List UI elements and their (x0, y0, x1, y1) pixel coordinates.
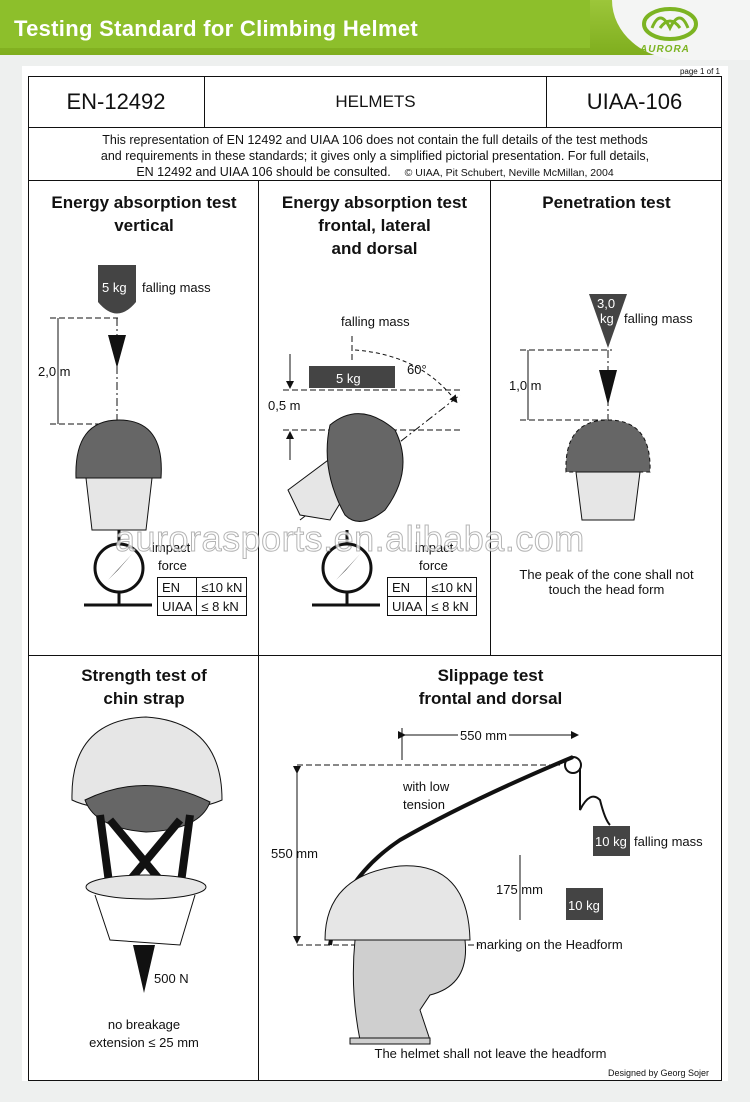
panel-1-title-line-2: vertical (114, 216, 174, 235)
standard-en: EN-12492 (28, 76, 205, 128)
panel-2-mass-label: falling mass (341, 314, 410, 329)
divider (258, 181, 259, 1081)
panel-3-mass-label: falling mass (624, 311, 693, 326)
disclaimer-line-1: This representation of EN 12492 and UIAA… (102, 133, 648, 147)
panel-1-mass: 5 kg (102, 280, 127, 295)
panel-4-title-line-1: Strength test of (81, 666, 207, 685)
table-cell: UIAA (386, 596, 428, 616)
panel-5-tension-1: with low (403, 779, 450, 794)
panel-1-title: Energy absorption test vertical (30, 191, 258, 237)
panel-4-title: Strength test of chin strap (30, 664, 258, 710)
panel-4-title-line-2: chin strap (103, 689, 185, 708)
panel-2-title-line-3: and dorsal (331, 239, 418, 258)
table-cell: ≤ 8 kN (196, 596, 248, 616)
standard-uiaa: UIAA-106 (547, 76, 722, 128)
table-cell: EN (156, 577, 198, 597)
document-heading: HELMETS (205, 76, 547, 128)
logo-text: AURORA (640, 44, 690, 55)
panel-2-mass: 5 kg (336, 371, 361, 386)
table-cell: UIAA (156, 596, 198, 616)
panel-1-height: 2,0 m (38, 364, 71, 379)
page-number: page 1 of 1 (679, 67, 720, 76)
panel-5-title: Slippage test frontal and dorsal (259, 664, 722, 710)
document-frame (28, 76, 722, 1081)
divider (28, 655, 722, 656)
title-banner: Testing Standard for Climbing Helmet AUR… (0, 0, 750, 60)
panel-2-angle: 60° (407, 362, 427, 377)
panel-3-title: Penetration test (542, 193, 671, 212)
panel-3-mass-value: 3,0 (597, 296, 616, 311)
panel-2-title-line-1: Energy absorption test (281, 193, 468, 212)
disclaimer: This representation of EN 12492 and UIAA… (28, 128, 722, 181)
crown-logo-icon (642, 7, 698, 41)
table-row: EN≤10 kN (386, 577, 478, 597)
table-row: EN≤10 kN (156, 577, 248, 597)
penetration-test-drawing (520, 294, 651, 521)
designer-credit: Designed by Georg Sojer (608, 1068, 710, 1078)
panel-4-note: no breakage extension ≤ 25 mm (30, 1016, 258, 1052)
panel-5-title-line-1: Slippage test (437, 666, 544, 685)
disclaimer-credit: © UIAA, Pit Schubert, Neville McMillan, … (404, 167, 614, 179)
panel-4-note-line-2: extension ≤ 25 mm (89, 1035, 199, 1050)
table-cell: EN (386, 577, 428, 597)
panel-3-height: 1,0 m (509, 378, 542, 393)
panel-3-note: The peak of the cone shall not touch the… (491, 567, 722, 597)
panel-5-width: 550 mm (458, 728, 509, 743)
table-row: UIAA≤ 8 kN (156, 596, 248, 616)
panel-2-height: 0,5 m (268, 398, 301, 413)
watermark: aurorasports.en.alibaba.com (115, 518, 585, 560)
panel-3-note-line-1: The peak of the cone shall not (519, 567, 694, 582)
panel-5-mass-bottom: 10 kg (568, 898, 600, 913)
disclaimer-text: EN 12492 and UIAA 106 should be consulte… (136, 165, 391, 179)
panel-3-note-line-2: touch the head form (548, 582, 665, 597)
panel-2-limits-table: EN≤10 kN UIAA≤ 8 kN (386, 577, 478, 616)
table-row: UIAA≤ 8 kN (386, 596, 478, 616)
table-cell: ≤10 kN (196, 577, 248, 597)
panel-5-title-line-2: frontal and dorsal (418, 689, 563, 708)
divider (490, 181, 491, 655)
panel-2-title-line-2: frontal, lateral (318, 216, 431, 235)
disclaimer-line-3: EN 12492 and UIAA 106 should be consulte… (28, 164, 722, 181)
disclaimer-line-2: and requirements in these standards; it … (100, 149, 650, 163)
panel-5-note: The helmet shall not leave the headform (374, 1046, 607, 1061)
panel-2-title: Energy absorption test frontal, lateral … (259, 191, 490, 260)
panel-4-note-line-1: no breakage (107, 1017, 181, 1032)
panel-5-mass-top: 10 kg (595, 834, 627, 849)
slippage-drawing (293, 728, 630, 1045)
panel-5-tension-2: tension (403, 797, 445, 812)
table-cell: ≤ 8 kN (426, 596, 478, 616)
panel-5-marking: marking on the Headform (476, 937, 623, 952)
panel-1-force: force (158, 558, 187, 573)
angled-test-drawing (283, 336, 461, 607)
panel-1-limits-table: EN≤10 kN UIAA≤ 8 kN (156, 577, 248, 616)
banner-title: Testing Standard for Climbing Helmet (14, 16, 418, 41)
banner-strip (0, 0, 590, 48)
brand-logo (612, 0, 750, 60)
panel-1-impact: impact (152, 540, 191, 555)
chin-strap-drawing (71, 716, 223, 993)
table-cell: ≤10 kN (426, 577, 478, 597)
panel-2-impact: impact (415, 540, 454, 555)
panel-5-height: 550 mm (271, 846, 318, 861)
panel-2-force: force (419, 558, 448, 573)
panel-1-mass-label: falling mass (142, 280, 211, 295)
panel-3-mass-unit: kg (600, 311, 614, 326)
vertical-test-drawing (50, 265, 162, 607)
panel-1-title-line-1: Energy absorption test (51, 193, 237, 212)
panel-5-mass-label: falling mass (634, 834, 703, 849)
panel-5-drop: 175 mm (496, 882, 543, 897)
panel-4-force: 500 N (154, 971, 189, 986)
